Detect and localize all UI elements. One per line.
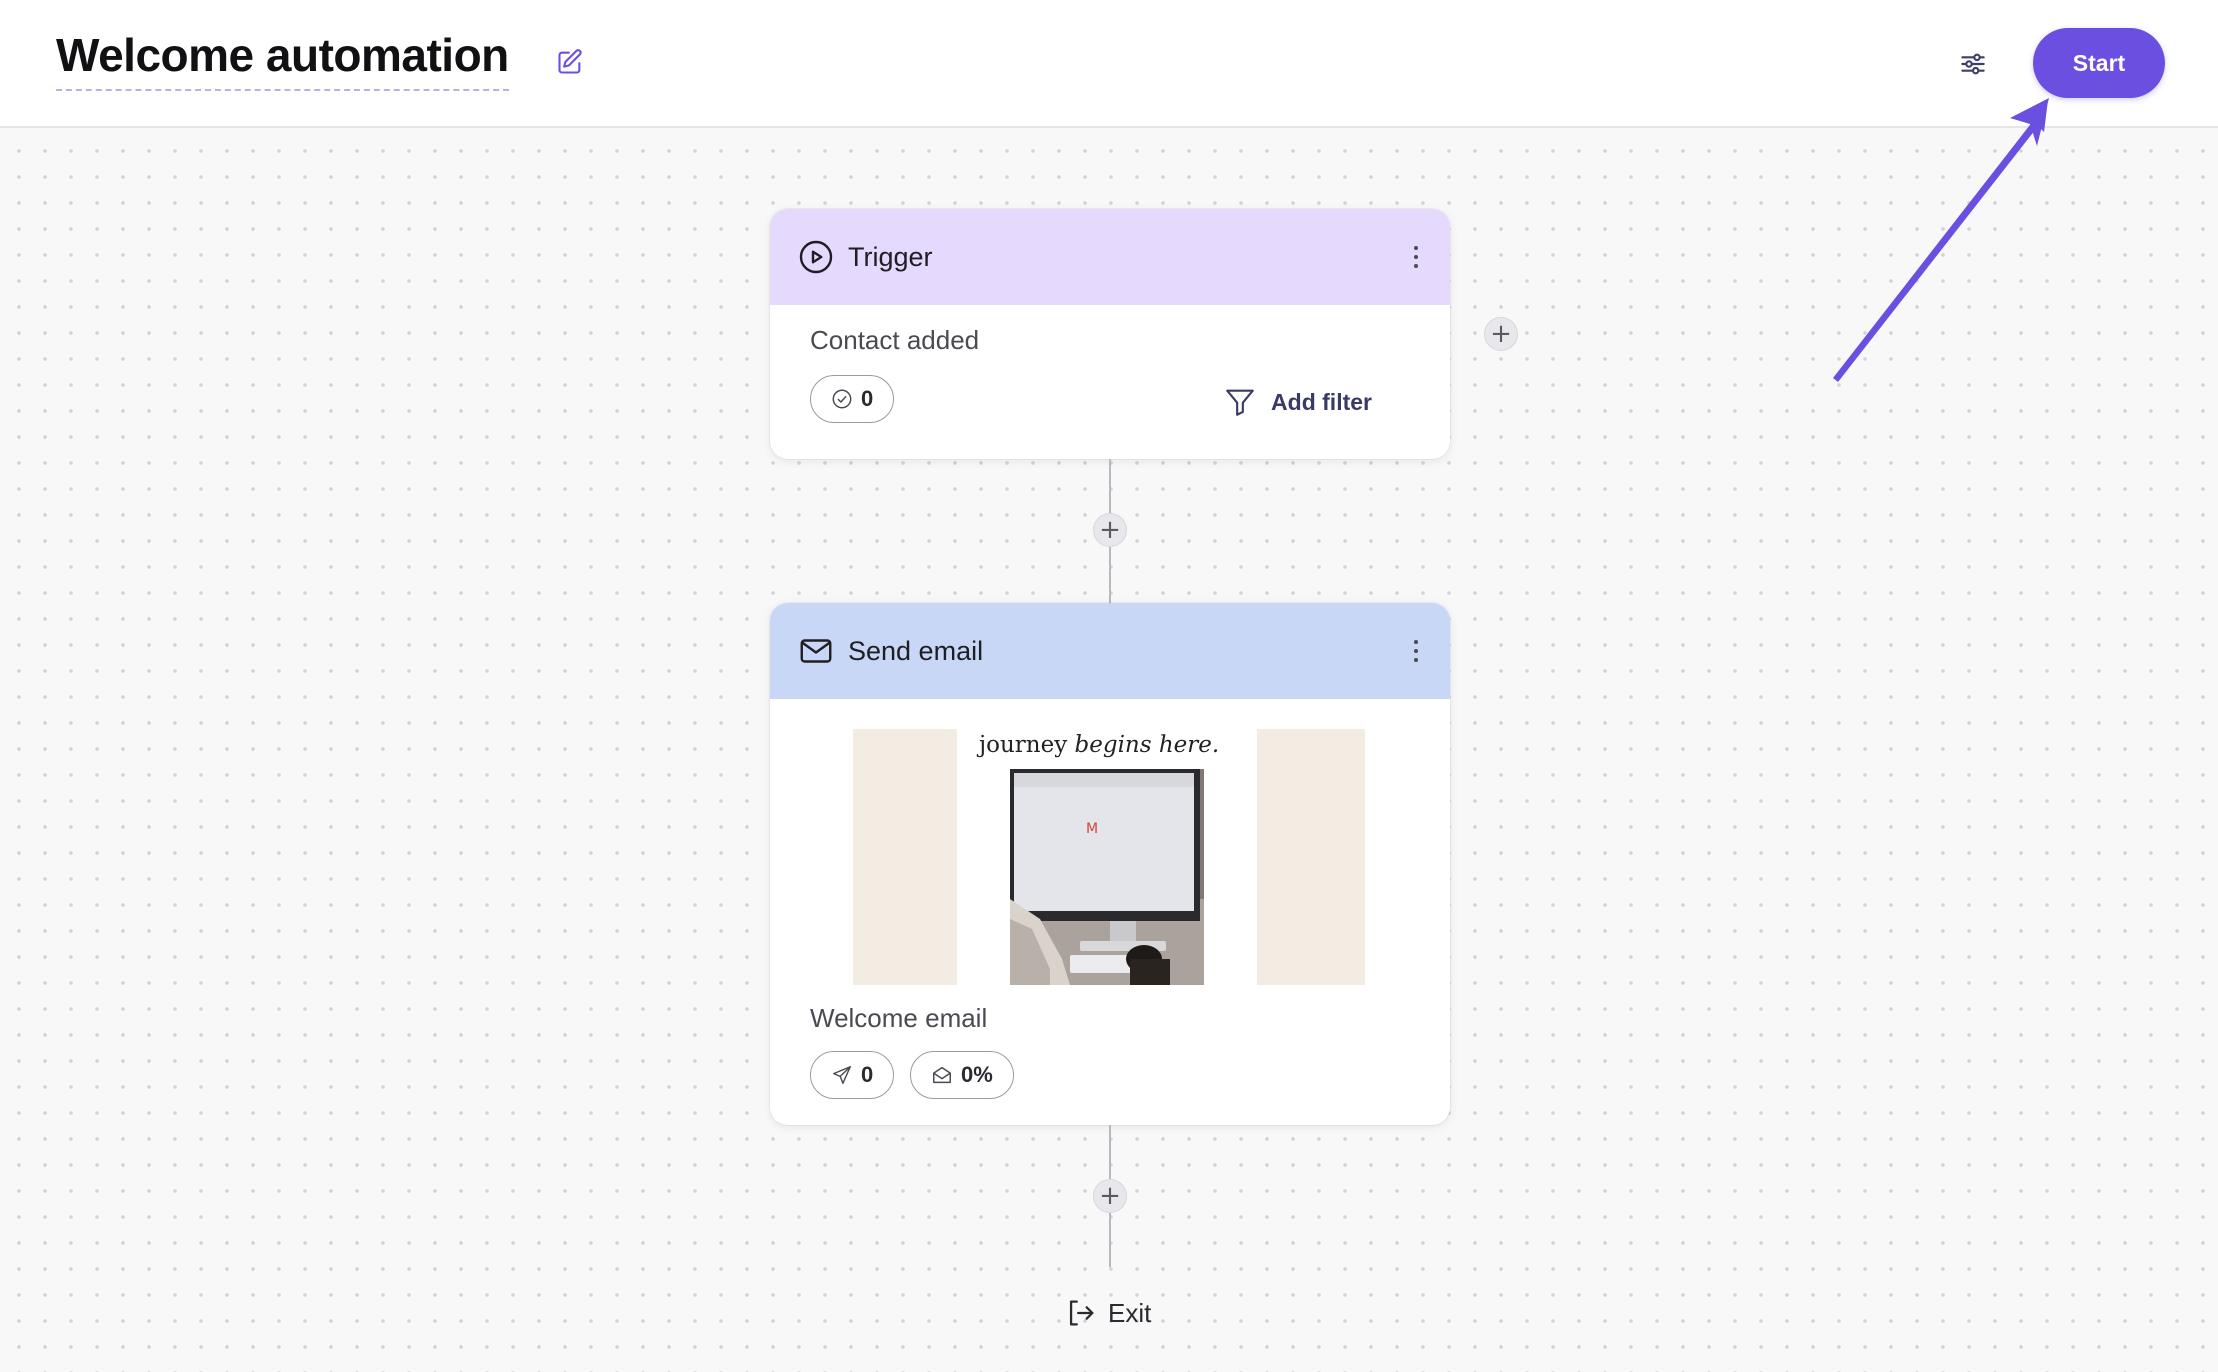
envelope-icon	[800, 639, 832, 663]
add-filter-button[interactable]: Add filter	[1223, 385, 1372, 419]
send-email-card-body: journey begins here. M	[770, 699, 1450, 1125]
add-step-button[interactable]: +	[1093, 1179, 1127, 1213]
trigger-count-value: 0	[861, 386, 874, 411]
add-step-button[interactable]: +	[1093, 513, 1127, 547]
sliders-icon[interactable]	[1957, 48, 1989, 80]
trigger-card-body: Contact added 0 Add filter	[770, 305, 1450, 459]
play-circle-icon	[799, 240, 833, 274]
check-circle-icon	[832, 389, 852, 409]
funnel-icon	[1226, 389, 1254, 416]
trigger-card[interactable]: Trigger Contact added 0 Add filter	[770, 209, 1450, 459]
trigger-event-label: Contact added	[810, 325, 980, 355]
send-email-card[interactable]: Send email journey begins here. M	[770, 603, 1450, 1125]
preview-side-panel	[853, 729, 957, 985]
more-vertical-icon[interactable]	[1412, 243, 1420, 271]
send-email-card-header: Send email	[770, 603, 1450, 699]
trigger-card-header: Trigger	[770, 209, 1450, 305]
add-filter-label: Add filter	[1271, 388, 1372, 415]
connector-line	[1109, 1213, 1111, 1267]
open-rate-badge[interactable]: 0%	[910, 1051, 1014, 1099]
paper-plane-icon	[833, 1066, 851, 1084]
computer-monitor-image: M	[1010, 769, 1204, 985]
open-rate-value: 0%	[961, 1062, 993, 1087]
sent-count-value: 0	[861, 1062, 874, 1087]
start-button[interactable]: Start	[2033, 28, 2165, 98]
pencil-square-icon[interactable]	[556, 48, 584, 76]
svg-text:M: M	[1086, 821, 1098, 837]
envelope-open-icon	[933, 1066, 951, 1084]
plus-icon: +	[1099, 1181, 1121, 1211]
trigger-card-title: Trigger	[848, 242, 933, 272]
exit-node[interactable]: Exit	[1064, 1296, 1151, 1330]
exit-arrow-icon	[1069, 1300, 1094, 1326]
sent-count-badge[interactable]: 0	[810, 1051, 895, 1099]
more-vertical-icon[interactable]	[1412, 637, 1420, 665]
add-branch-button[interactable]: +	[1484, 317, 1518, 351]
preview-tagline: journey begins here.	[979, 732, 1220, 758]
preview-side-panel	[1257, 729, 1365, 985]
trigger-count-badge[interactable]: 0	[810, 375, 895, 423]
preview-photo: M	[1010, 769, 1204, 985]
connector-line	[1109, 459, 1111, 513]
email-preview-thumbnail[interactable]: journey begins here. M	[853, 729, 1365, 985]
connector-line	[1109, 1125, 1111, 1179]
top-bar: Welcome automation Start	[0, 0, 2218, 128]
exit-label: Exit	[1108, 1297, 1152, 1328]
email-name-label: Welcome email	[810, 1003, 988, 1033]
send-email-card-title: Send email	[848, 636, 984, 666]
page-title[interactable]: Welcome automation	[56, 28, 509, 92]
connector-line	[1109, 547, 1111, 603]
plus-icon: +	[1099, 515, 1121, 545]
plus-icon: +	[1490, 319, 1512, 349]
